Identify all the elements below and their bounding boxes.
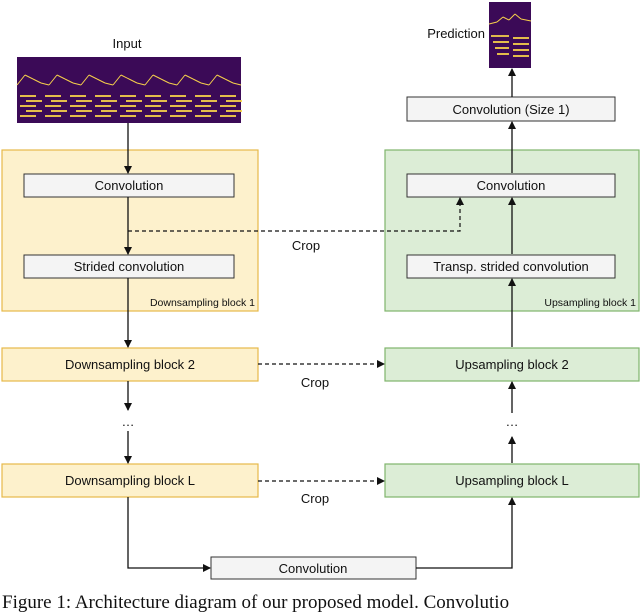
bottleneck-convolution-label: Convolution [279, 561, 348, 576]
down1-strided-label: Strided convolution [74, 259, 185, 274]
up-path-arrows [416, 68, 516, 569]
up1-strided-label: Transp. strided convolution [433, 259, 589, 274]
up-ellipsis: … [506, 414, 519, 429]
upL-label: Upsampling block L [455, 473, 568, 488]
final-convolution-label: Convolution (Size 1) [452, 102, 569, 117]
prediction-label: Prediction [427, 26, 485, 41]
prediction-spectrogram [488, 2, 532, 68]
crop-label-1: Crop [292, 238, 320, 253]
down-ellipsis: … [122, 414, 135, 429]
architecture-diagram: Input Prediction Convolution Strided con… [1, 2, 640, 580]
downsampling-block-L [1, 463, 259, 498]
down1-block-name: Downsampling block 1 [150, 297, 255, 309]
input-spectrogram [16, 57, 242, 123]
downsampling-block-2 [1, 347, 259, 382]
input-label: Input [113, 36, 142, 51]
down1-strided-box [23, 254, 235, 279]
up2-label: Upsampling block 2 [455, 357, 568, 372]
down1-convolution-label: Convolution [95, 178, 164, 193]
crop-label-L: Crop [301, 491, 329, 506]
down2-label: Downsampling block 2 [65, 357, 195, 372]
down-path-arrows [124, 123, 211, 572]
downL-label: Downsampling block L [65, 473, 195, 488]
crop-label-2: Crop [301, 375, 329, 390]
figure-caption: Figure 1: Architecture diagram of our pr… [2, 592, 510, 613]
up1-convolution-label: Convolution [477, 178, 546, 193]
up1-block-name: Upsampling block 1 [544, 297, 636, 309]
down1-convolution-box [23, 173, 235, 198]
upsampling-block-2 [384, 347, 640, 382]
skip-connections [128, 197, 464, 485]
